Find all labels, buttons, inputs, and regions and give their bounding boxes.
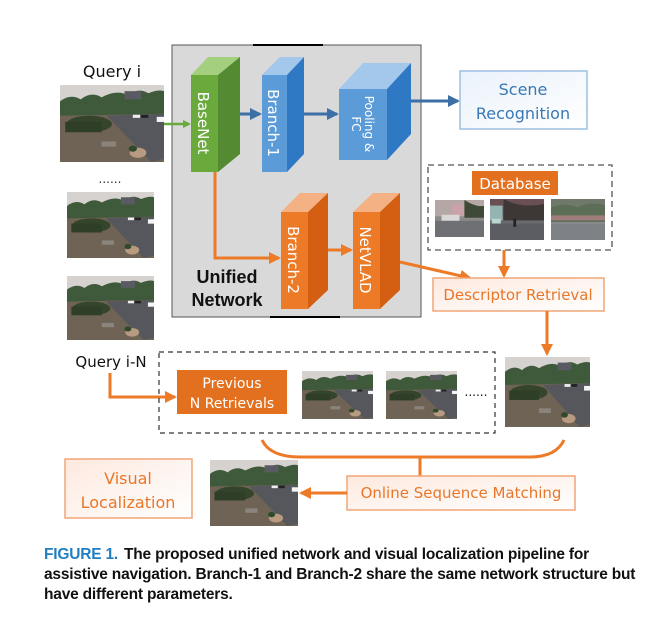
database-image-1	[435, 200, 484, 237]
scene-recognition-line1: Scene	[499, 80, 548, 99]
branch1-block: Branch-1	[262, 57, 304, 172]
previous-label-line1: Previous	[202, 376, 261, 392]
database-group	[427, 164, 613, 251]
retrieval-result-image	[505, 357, 590, 427]
scene-recognition-line2: Recognition	[476, 104, 570, 123]
unified-network-label-line2: Network	[191, 290, 263, 310]
scene-recognition-box	[459, 70, 588, 130]
arrow-netvlad-to-retrieval	[399, 260, 472, 282]
basenet-label: BaseNet	[194, 92, 212, 155]
netvlad-block: NetVLAD	[353, 193, 400, 309]
netvlad-label: NetVLAD	[356, 226, 374, 293]
localization-result-image	[210, 460, 298, 526]
previous-retrieval-image-1	[302, 371, 373, 419]
database-label: Database	[479, 175, 551, 193]
visual-localization-line1: Visual	[104, 469, 152, 488]
query-top-label: Query i	[83, 62, 141, 81]
query-image-prev-2	[67, 276, 154, 340]
online-sequence-matching-label: Online Sequence Matching	[361, 484, 562, 502]
sequence-brace	[260, 439, 566, 459]
sequence-ellipsis: ......	[465, 385, 488, 399]
database-image-3	[551, 199, 605, 240]
query-bottom-label: Query i-N	[75, 353, 146, 371]
branch2-block: Branch-2	[281, 193, 328, 309]
previous-label-line2: N Retrievals	[190, 396, 274, 412]
previous-retrievals-box	[177, 370, 287, 414]
figure-caption: FIGURE 1.The proposed unified network an…	[44, 545, 644, 605]
query-image-current	[60, 85, 164, 162]
pooling-fc-block: Pooling & FC	[339, 63, 411, 160]
pooling-label-line2: FC	[349, 116, 363, 131]
arrow-basenet-to-branch2	[213, 172, 281, 264]
branch2-label: Branch-2	[284, 226, 302, 294]
query-ellipsis: ......	[99, 172, 122, 186]
branch1-label: Branch-1	[264, 89, 282, 157]
previous-retrieval-image-2	[386, 371, 457, 419]
query-image-prev-1	[67, 192, 154, 258]
descriptor-retrieval-label: Descriptor Retrieval	[443, 286, 592, 304]
caption-text: The proposed unified network and visual …	[44, 546, 636, 603]
unified-network-label-line1: Unified	[197, 267, 258, 287]
arrow-query-n-to-previous	[108, 373, 177, 403]
database-label-box	[472, 171, 558, 195]
pooling-label-line1: Pooling &	[362, 96, 376, 153]
visual-localization-line2: Localization	[81, 493, 176, 512]
database-image-2	[490, 199, 544, 240]
basenet-block: BaseNet	[191, 57, 240, 172]
previous-retrievals-group	[158, 351, 496, 434]
visual-localization-box	[64, 458, 193, 519]
descriptor-retrieval-box	[432, 277, 605, 312]
figure-label: FIGURE 1.	[44, 546, 118, 563]
